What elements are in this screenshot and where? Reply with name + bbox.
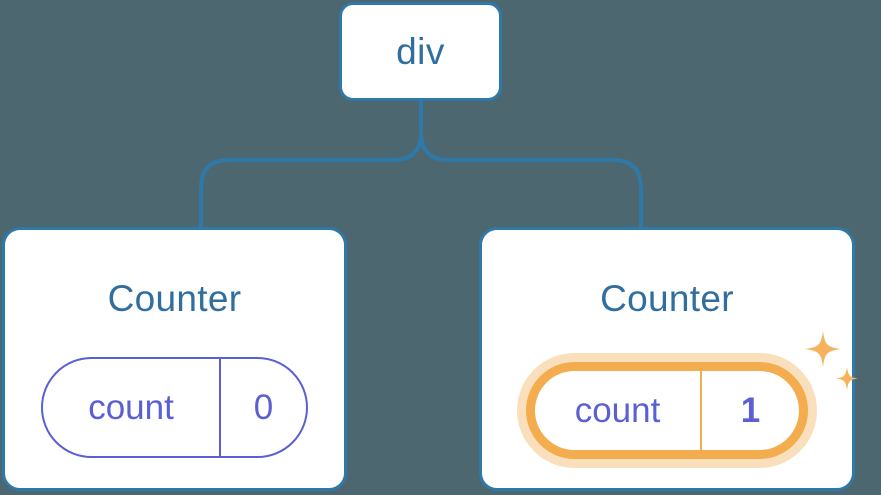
state-pill-wrapper-highlighted: count 1 [517,331,858,468]
connector-right-branch [419,99,643,230]
node-counter-right[interactable]: Counter count 1 [479,227,858,491]
root-node-label: div [396,31,445,72]
node-root-div[interactable]: div [339,2,502,101]
sparkle-icon [836,367,858,390]
state-key: count [43,359,221,456]
node-counter-left[interactable]: Counter count 0 [2,227,347,491]
card-title: Counter [600,278,734,319]
state-value: 1 [740,391,761,430]
state-pill-wrapper: count 0 [41,357,308,458]
state-value: 0 [253,388,274,427]
connector-left-branch [199,99,423,230]
state-key: count [535,371,702,450]
card-title: Counter [107,278,242,319]
state-pill[interactable]: count 0 [41,357,308,458]
state-pill[interactable]: count 1 [526,362,808,459]
sparkle-icon [805,331,841,367]
state-pill-glow [517,353,817,468]
